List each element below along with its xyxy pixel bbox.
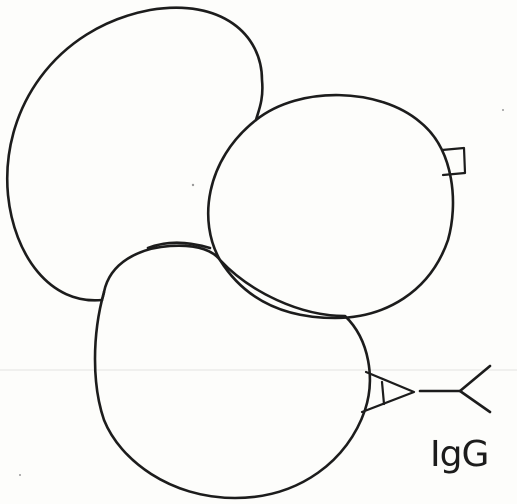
- paper-speck: [192, 184, 194, 186]
- paper-speck: [19, 474, 21, 476]
- y-shaped-antibody-icon: [420, 366, 490, 412]
- paper-speck: [502, 109, 504, 111]
- cell-right: [208, 95, 453, 318]
- triangle-receptor-inner-line: [382, 382, 384, 404]
- cell-bottom: [95, 246, 370, 498]
- igg-label: IgG: [430, 434, 488, 475]
